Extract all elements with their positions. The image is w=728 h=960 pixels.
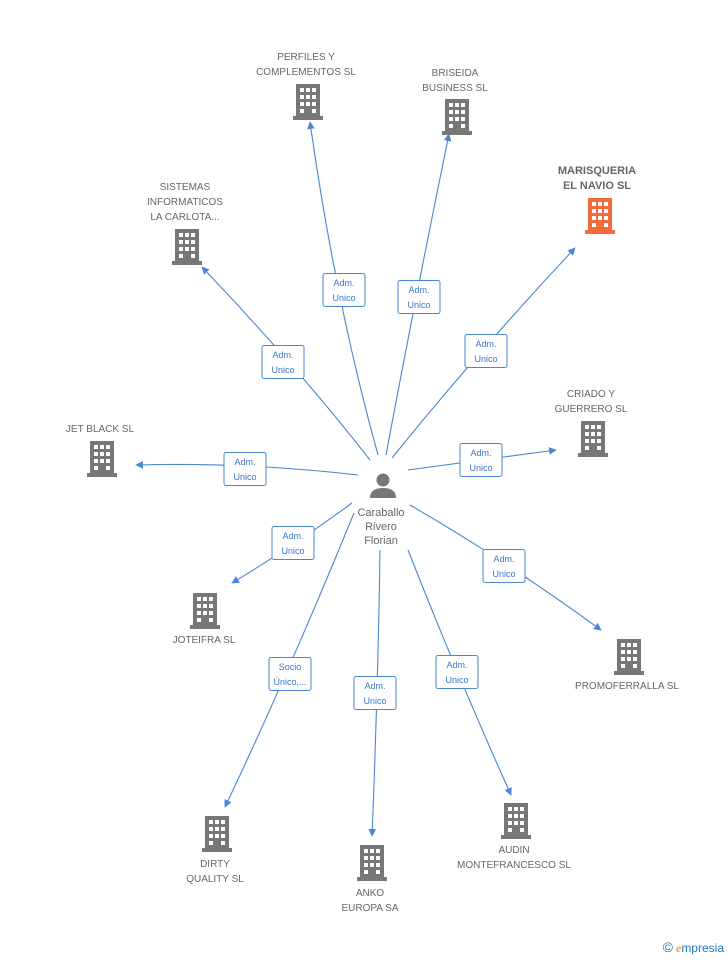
edge-role-label: Adm.Unico — [281, 531, 304, 556]
building-icon — [614, 639, 644, 675]
edge-label-box — [271, 526, 315, 560]
building-icon — [578, 421, 608, 457]
watermark: ©empresia — [663, 939, 724, 956]
edge-label-box — [223, 452, 267, 486]
edge-perfiles[interactable]: Adm.Unico — [307, 121, 379, 456]
company-name: JOTEIFRA SL — [173, 635, 236, 646]
building-icon — [87, 441, 117, 477]
edge-label-box — [464, 334, 508, 368]
edge-role-label: Adm.Unico — [469, 448, 492, 473]
building-icon — [357, 845, 387, 881]
edge-label-box — [322, 273, 366, 307]
company-node-joteifra[interactable]: JOTEIFRA SL — [173, 593, 236, 646]
edge-criado[interactable]: Adm.Unico — [407, 443, 557, 477]
copyright-icon: © — [662, 939, 673, 955]
edge-joteifra[interactable]: Adm.Unico — [231, 502, 353, 584]
person-icon — [370, 473, 396, 498]
brand-initial: e — [675, 941, 682, 955]
building-icon — [293, 84, 323, 120]
building-icon — [172, 229, 202, 265]
company-node-promoferralla[interactable]: PROMOFERRALLA SL — [575, 639, 679, 692]
edge-audin[interactable]: Adm.Unico — [407, 549, 512, 796]
edge-role-label: Adm.Unico — [271, 350, 294, 375]
company-node-jetblack[interactable]: JET BLACK SL — [66, 424, 135, 477]
company-name: PROMOFERRALLA SL — [575, 681, 679, 692]
building-icon — [501, 803, 531, 839]
building-icon — [202, 816, 232, 852]
edge-role-label: Adm.Unico — [233, 457, 256, 482]
edge-promoferralla[interactable]: Adm.Unico — [409, 504, 602, 631]
edge-label-box — [353, 676, 397, 710]
edge-label-box — [397, 280, 441, 314]
building-icon — [442, 99, 472, 135]
edge-label-box — [268, 657, 312, 691]
edge-role-label: Adm.Unico — [474, 339, 497, 364]
edge-label-box — [482, 549, 526, 583]
edge-role-label: Adm.Unico — [407, 285, 430, 310]
edges-layer: Adm.UnicoAdm.UnicoAdm.UnicoAdm.UnicoAdm.… — [135, 121, 602, 837]
edge-label-box — [435, 655, 479, 689]
edge-role-label: Adm.Unico — [332, 278, 355, 303]
edge-marisqueria[interactable]: Adm.Unico — [391, 247, 576, 459]
edge-briseida[interactable]: Adm.Unico — [385, 133, 452, 456]
edge-jetblack[interactable]: Adm.Unico — [135, 452, 359, 486]
edge-role-label: Adm.Unico — [445, 660, 468, 685]
edge-label-box — [261, 345, 305, 379]
building-icon — [585, 198, 615, 234]
edge-anko[interactable]: Adm.Unico — [353, 549, 397, 837]
edge-role-label: Adm.Unico — [492, 554, 515, 579]
edge-label-box — [459, 443, 503, 477]
company-name: JET BLACK SL — [66, 424, 135, 435]
brand-name: mpresia — [681, 941, 724, 955]
building-icon — [190, 593, 220, 629]
edge-sistemas[interactable]: Adm.Unico — [201, 266, 371, 461]
edge-role-label: Adm.Unico — [363, 681, 386, 706]
